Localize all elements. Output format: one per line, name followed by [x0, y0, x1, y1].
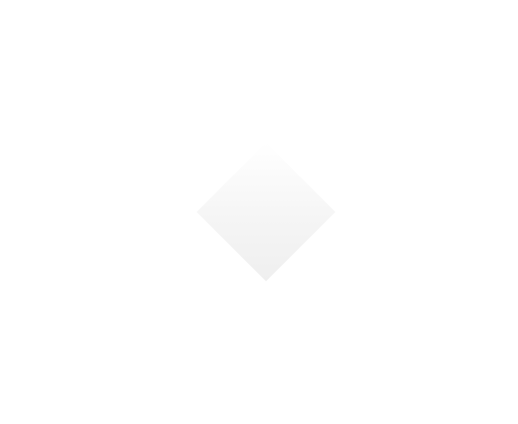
diamond-icon	[196, 142, 336, 282]
